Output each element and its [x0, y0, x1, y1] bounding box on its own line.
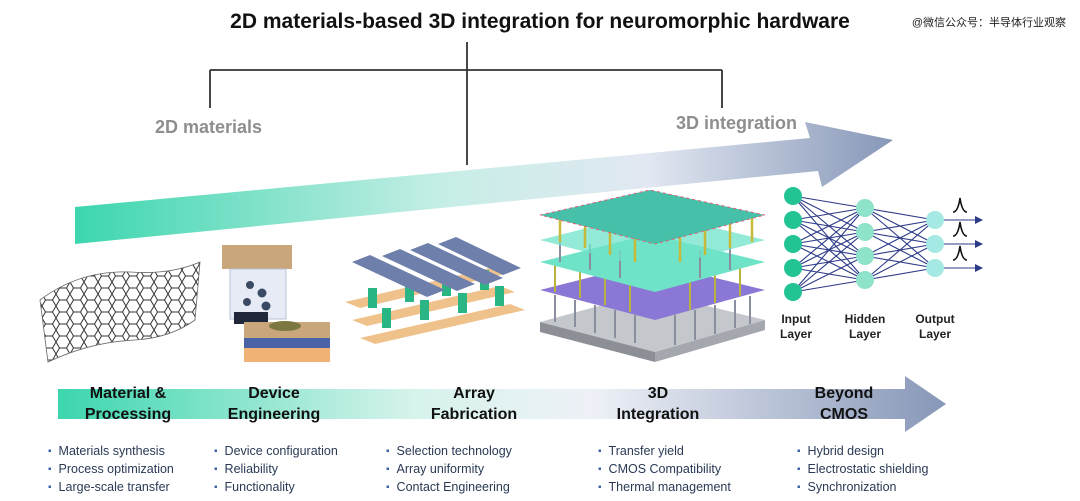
watermark: @微信公众号：半导体行业观察 [911, 17, 1066, 29]
bullets-material-processing: Materials synthesis Process optimization… [48, 443, 174, 497]
bullet-item: Contact Engineering [386, 479, 512, 497]
device-icon [222, 245, 330, 362]
tree-connector [209, 42, 723, 165]
bullet-item: Materials synthesis [48, 443, 174, 461]
process-arrow [58, 376, 946, 432]
branch-label-3d-integration: 3D integration [676, 113, 798, 133]
branch-label-2d-materials: 2D materials [155, 117, 263, 137]
input-layer-nodes [784, 187, 802, 301]
neural-network-edges [792, 195, 975, 293]
stage-device-engineering: Device Engineering [227, 385, 321, 423]
bullets-beyond-cmos: Hybrid design Electrostatic shielding Sy… [797, 443, 929, 497]
bullet-item: Thermal management [598, 479, 731, 497]
hidden-layer-nodes [856, 199, 874, 289]
output-layer-label: Output Layer [915, 312, 955, 341]
diagram-title: 2D materials-based 3D integration for ne… [230, 10, 850, 33]
input-layer-label: Input Layer [779, 312, 813, 341]
stage-material-processing: Material & Processing [84, 385, 172, 423]
bullet-item: Array uniformity [386, 461, 512, 479]
bullet-item: Hybrid design [797, 443, 928, 461]
graphene-sheet-icon [39, 261, 201, 363]
bullet-item: Reliability [214, 461, 338, 479]
bullet-item: Transfer yield [598, 443, 731, 461]
spike-icons [952, 197, 968, 261]
bullets-3d-integration: Transfer yield CMOS Compatibility Therma… [598, 443, 731, 497]
output-arrowheads [975, 216, 983, 272]
stage-beyond-cmos: Beyond CMOS [814, 385, 874, 423]
hidden-layer-label: Hidden Layer [844, 312, 886, 341]
bullet-item: CMOS Compatibility [598, 461, 731, 479]
bullets-device-engineering: Device configuration Reliability Functio… [214, 443, 338, 497]
bullet-item: Device configuration [214, 443, 338, 461]
bullet-item: Functionality [214, 479, 338, 497]
output-layer-nodes [926, 211, 944, 277]
stage-array-fabrication: Array Fabrication [430, 385, 518, 423]
bullet-item: Electrostatic shielding [797, 461, 929, 479]
stage-3d-integration: 3D Integration [616, 385, 700, 423]
crossbar-array-icon [345, 237, 525, 344]
bullet-item: Process optimization [48, 461, 174, 479]
bullet-item: Synchronization [797, 479, 928, 497]
bullet-item: Selection technology [386, 443, 512, 461]
upper-arrow [75, 122, 893, 244]
bullets-array-fabrication: Selection technology Array uniformity Co… [386, 443, 512, 497]
3d-stack-icon [539, 189, 766, 362]
bullet-item: Large-scale transfer [48, 479, 174, 497]
